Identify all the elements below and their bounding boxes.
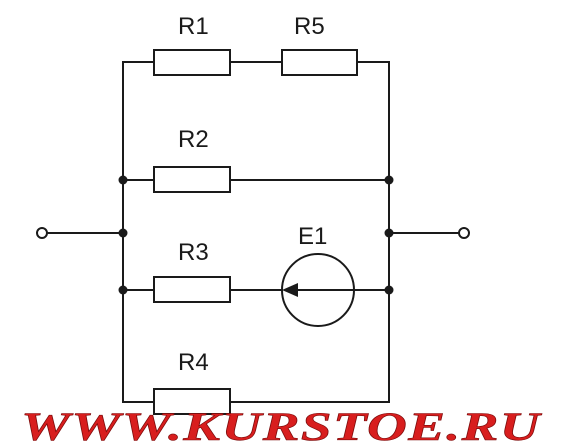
label-r1: R1 — [178, 13, 209, 40]
junction-node-left-terminal — [118, 228, 128, 238]
junction-node-right-r2 — [384, 175, 394, 185]
resistor-r4 — [153, 388, 231, 415]
junction-node-right-terminal — [384, 228, 394, 238]
label-r4: R4 — [178, 349, 209, 376]
resistor-r3 — [153, 276, 231, 303]
voltage-source-e1 — [281, 253, 355, 327]
label-e1: E1 — [298, 223, 327, 250]
resistor-r2 — [153, 166, 231, 193]
right-terminal — [458, 227, 470, 239]
label-r2: R2 — [178, 126, 209, 153]
source-arrow-head-icon — [282, 283, 298, 297]
watermark-text: WWW.KURSTOE.RU — [21, 404, 543, 448]
label-r3: R3 — [178, 239, 209, 266]
junction-node-left-r3 — [118, 285, 128, 295]
left-terminal — [36, 227, 48, 239]
junction-node-left-r2 — [118, 175, 128, 185]
resistor-r5 — [281, 49, 358, 76]
label-r5: R5 — [294, 13, 325, 40]
resistor-r1 — [153, 49, 231, 76]
junction-node-right-e1 — [384, 285, 394, 295]
